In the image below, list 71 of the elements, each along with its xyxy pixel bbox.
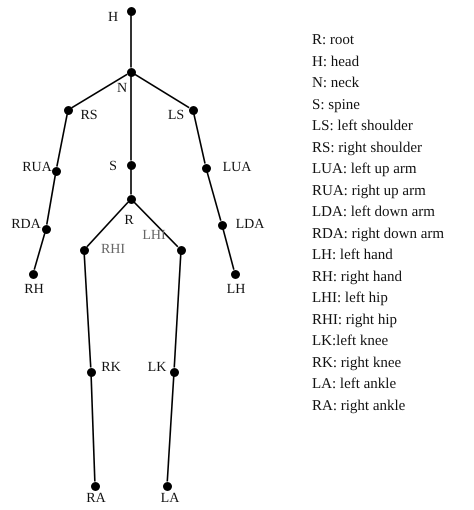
limb-line: [130, 170, 132, 194]
limb-line: [134, 74, 190, 108]
limb-line: [56, 114, 68, 167]
key-entry: LDA: left down arm: [312, 203, 436, 222]
joint-label: LS: [168, 109, 184, 123]
joint-dot: [202, 164, 210, 172]
joint-label: N: [116, 82, 128, 96]
key-entry: LH: left hand: [312, 246, 394, 265]
joint-dot: [126, 68, 136, 76]
key-entry: N: neck: [312, 74, 360, 93]
joint-dot: [126, 194, 136, 204]
joint-dot: [80, 246, 88, 254]
limb-line: [134, 202, 178, 248]
limb-line: [86, 202, 129, 248]
limb-line: [222, 229, 235, 270]
joint-label: S: [109, 160, 117, 174]
joint-dot: [52, 166, 60, 176]
joint-label: LK: [148, 361, 166, 375]
joint-label: RH: [24, 283, 44, 297]
joint-dot: [126, 6, 136, 16]
key-entry: RA: right ankle: [312, 396, 406, 416]
limb-line: [71, 74, 128, 108]
key-entry: RS: right shoulder: [312, 138, 424, 158]
limb-line: [33, 233, 46, 270]
joint-dot: [218, 220, 226, 230]
joint-dot: [28, 270, 38, 278]
joint-dot: [230, 270, 240, 278]
limb-line: [83, 254, 92, 368]
joint-label: LHI: [142, 229, 166, 243]
limb-line: [130, 76, 132, 160]
key-entry: LHI: left hip: [312, 289, 389, 308]
key-entry: LUA: left up arm: [312, 160, 418, 179]
key-entry: LS: left shoulder: [312, 117, 414, 136]
joint-dot: [176, 246, 186, 254]
limb-line: [206, 172, 222, 221]
joint-label: LDA: [236, 218, 264, 232]
joint-dot: [90, 482, 100, 490]
limb-line: [130, 16, 132, 68]
joint-dot: [64, 106, 72, 114]
joint-label: R: [124, 214, 134, 228]
joint-label: RS: [80, 109, 98, 123]
limb-line: [173, 254, 182, 368]
joint-dot: [126, 160, 136, 170]
joint-dot: [86, 368, 96, 376]
limb-line: [193, 114, 206, 164]
key-entry: LK:left knee: [312, 332, 390, 351]
key-entry: RUA: right up arm: [312, 182, 427, 200]
key-entry: LA: left ankle: [312, 375, 398, 394]
joint-label: RUA: [22, 161, 52, 175]
limb-line: [166, 376, 175, 482]
joint-dot: [170, 368, 178, 376]
key-entry: S: spine: [312, 96, 361, 114]
limb-line: [46, 175, 56, 225]
joint-label: H: [108, 11, 118, 25]
key-entry: RH: right hand: [312, 268, 403, 286]
key-entry: R: root: [312, 31, 356, 50]
joint-dot: [42, 224, 50, 234]
joint-dot: [162, 482, 172, 490]
joint-label: RA: [86, 492, 106, 506]
joint-label: LH: [226, 283, 246, 297]
key-entry: RK: right knee: [312, 354, 402, 372]
joint-dot: [188, 106, 198, 114]
joint-label: LA: [160, 492, 180, 506]
joint-label: RHI: [100, 243, 126, 257]
joint-label: RDA: [11, 218, 41, 232]
limb-line: [90, 376, 96, 482]
joint-label: LUA: [222, 161, 252, 175]
key-entry: RDA: right down arm: [312, 224, 444, 244]
key-entry: H: head: [312, 52, 360, 72]
joint-label: RK: [101, 361, 121, 375]
key-entry: RHI: right hip: [312, 310, 398, 330]
